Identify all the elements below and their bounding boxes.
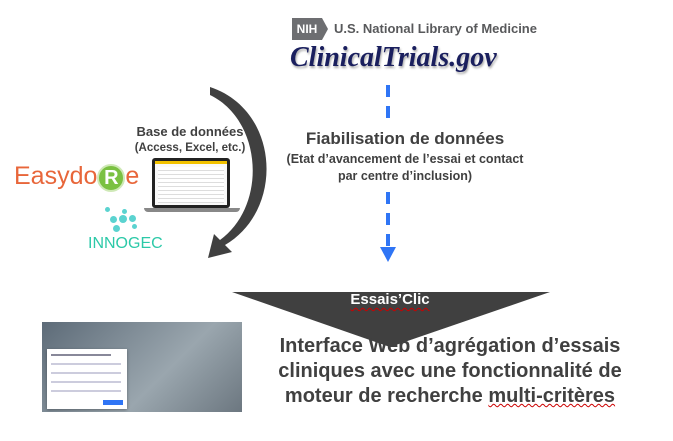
product-name: Essais’Clic <box>350 291 430 308</box>
process-subtitle-line: par centre d’inclusion) <box>337 169 473 183</box>
description-text: multi-critères <box>488 385 616 407</box>
nlm-label: U.S. National Library of Medicine <box>334 21 537 36</box>
process-title: Fiabilisation de données <box>305 129 505 148</box>
search-card <box>47 349 127 409</box>
clinicaltrials-logo: ClinicalTrials.gov <box>290 42 497 73</box>
dashed-arrowhead-icon <box>380 247 396 262</box>
description-line: Interface Web d’agrégation d’essais <box>279 335 621 357</box>
database-title: Base de données <box>136 124 244 139</box>
essaisclic-funnel <box>232 292 550 347</box>
innogec-dots-icon <box>100 207 160 237</box>
laptop-base <box>144 208 240 212</box>
web-interface-screenshot <box>42 322 242 412</box>
database-subtitle: (Access, Excel, etc.) <box>134 142 246 154</box>
nih-chevron-icon <box>322 18 328 40</box>
product-description: Interface Web d’agrégation d’essais clin… <box>260 334 640 409</box>
process-subtitle: (Etat d’avancement de l’essai et contact… <box>265 151 545 185</box>
process-subtitle-line: (Etat d’avancement de l’essai et contact <box>286 152 524 166</box>
nih-logo: NIH <box>292 18 322 40</box>
description-line: moteur de recherche multi-critères <box>260 384 640 409</box>
description-line: cliniques avec une fonctionnalité de <box>278 360 622 382</box>
database-label: Base de données (Access, Excel, etc.) <box>120 124 260 156</box>
innogec-logo: INNOGEC <box>88 235 163 252</box>
laptop-icon <box>152 158 230 208</box>
description-text: moteur de recherche <box>284 385 489 407</box>
curved-arrow-icon <box>208 87 267 258</box>
